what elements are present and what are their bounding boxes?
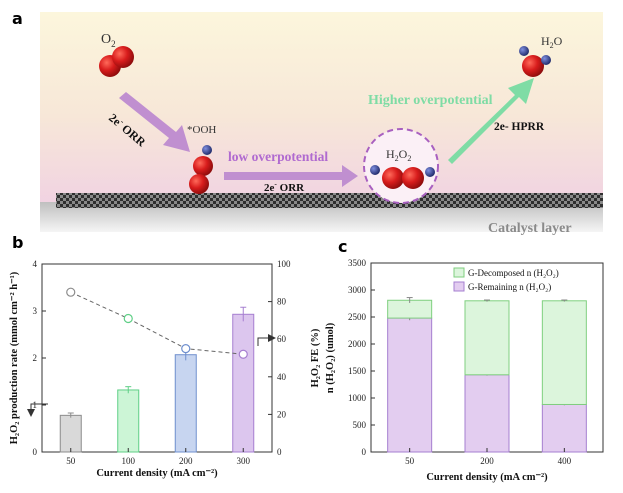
- fe-point-50: [66, 287, 76, 297]
- left-tick-label: 4: [33, 259, 38, 269]
- panel-label-c: c: [338, 237, 347, 256]
- x-axis-ticks-c: 50 200 400: [405, 448, 572, 466]
- right-tick-label: 40: [277, 372, 287, 382]
- o2-label: O2: [101, 32, 116, 49]
- y-tick-label: 2500: [348, 312, 367, 322]
- y-axis-label-c: n (H₂O₂) (umol): [325, 322, 336, 393]
- y-axis-label-right-b: H₂O₂ FE (%): [310, 328, 321, 387]
- fe-point-200: [181, 344, 191, 354]
- y-tick-label: 3500: [348, 258, 367, 268]
- bar-200-remaining: [464, 374, 510, 453]
- y-tick-label: 0: [362, 447, 367, 457]
- x-tick-label: 50: [405, 456, 415, 466]
- bar-50-remaining: [387, 317, 433, 453]
- higher-overpotential-label: Higher overpotential: [368, 93, 493, 108]
- panel-label-a: a: [12, 9, 23, 28]
- y-tick-label: 1000: [348, 393, 367, 403]
- x-axis-label-c: Current density (mA cm⁻²): [426, 472, 548, 483]
- right-axis-indicator-arrow: [257, 334, 276, 346]
- bar-100: [117, 389, 140, 453]
- bar-400-decomposed: [541, 300, 587, 405]
- low-overpotential-label: low overpotential: [228, 149, 328, 164]
- x-axis-ticks-b: 50 100 200 300: [66, 448, 251, 466]
- orr-arrow-bottom: [224, 165, 358, 187]
- right-tick-label: 0: [277, 447, 282, 457]
- x-tick-label: 100: [122, 456, 136, 466]
- fe-line-b: [66, 287, 248, 359]
- bar-200: [174, 354, 197, 453]
- x-tick-label: 300: [237, 456, 251, 466]
- right-tick-label: 100: [277, 259, 291, 269]
- ooh-label: *OOH: [187, 124, 216, 136]
- h2o-molecule: [519, 46, 551, 77]
- bar-400-remaining: [541, 403, 587, 453]
- y-axis-label-left-b: H₂O₂ production rate (mmol cm⁻² h⁻¹): [9, 271, 20, 444]
- orr-arrow-left: [119, 92, 190, 152]
- y-axis-ticks-c: 0 500 1000 1500 2000 2500 3000 3500: [348, 258, 375, 457]
- hprr-label: 2e- HPRR: [494, 121, 545, 133]
- h2o2-molecule: [370, 165, 435, 189]
- y-tick-label: 3000: [348, 285, 367, 295]
- right-tick-label: 60: [277, 334, 287, 344]
- catalyst-layer-label: Catalyst layer: [488, 221, 572, 236]
- left-tick-label: 2: [33, 353, 38, 363]
- bar-200-decomposed: [464, 300, 510, 376]
- x-tick-label: 200: [179, 456, 193, 466]
- legend-swatch-decomposed: [453, 267, 465, 278]
- panel-label-b: b: [12, 233, 23, 252]
- left-tick-label: 3: [33, 306, 38, 316]
- hprr-arrow: [448, 78, 534, 164]
- orr-bottom-label: 2e- ORR: [264, 179, 305, 194]
- left-axis-indicator-arrow: [27, 403, 48, 417]
- bar-300: [232, 313, 255, 453]
- catalyst-surface: [56, 193, 603, 208]
- legend-swatch-remaining: [453, 281, 465, 292]
- bars-b: [59, 306, 255, 453]
- panel-a-scheme: a Catalyst layer O2 2e- ORR *OOH low ove…: [12, 9, 603, 236]
- left-tick-label: 0: [33, 447, 38, 457]
- fe-point-300: [238, 349, 248, 359]
- right-axis-ticks-b: 0 20 40 60 80 100: [268, 259, 291, 457]
- legend-label-decomposed: G-Decomposed n (H₂O₂): [468, 268, 559, 278]
- ooh-molecule: [189, 145, 213, 194]
- stacked-bars-c: [387, 297, 587, 453]
- left-tick-label: 1: [33, 400, 38, 410]
- legend-label-remaining: G-Remaining n (H₂O₂): [468, 282, 551, 292]
- o2-molecule: [99, 46, 134, 77]
- x-tick-label: 50: [66, 456, 76, 466]
- right-tick-label: 20: [277, 409, 287, 419]
- panel-b-chart: b 0 1 2 3 4 0 20 40 60 80 100 50 100 200 300 Current…: [9, 233, 321, 479]
- bar-50: [59, 414, 82, 453]
- fe-line: [70, 291, 244, 355]
- fe-point-100: [123, 313, 133, 324]
- x-tick-label: 200: [480, 456, 494, 466]
- x-axis-label-b: Current density (mA cm⁻²): [96, 468, 218, 479]
- right-tick-label: 80: [277, 297, 287, 307]
- y-tick-label: 1500: [348, 366, 367, 376]
- h2o-label: H2O: [541, 34, 563, 50]
- left-axis-ticks-b: 0 1 2 3 4: [33, 259, 46, 457]
- h2o2-label: H2O2: [386, 147, 411, 163]
- legend-c: G-Decomposed n (H₂O₂) G-Remaining n (H₂O…: [453, 267, 559, 292]
- x-tick-label: 400: [558, 456, 572, 466]
- y-tick-label: 2000: [348, 339, 367, 349]
- y-tick-label: 500: [353, 420, 367, 430]
